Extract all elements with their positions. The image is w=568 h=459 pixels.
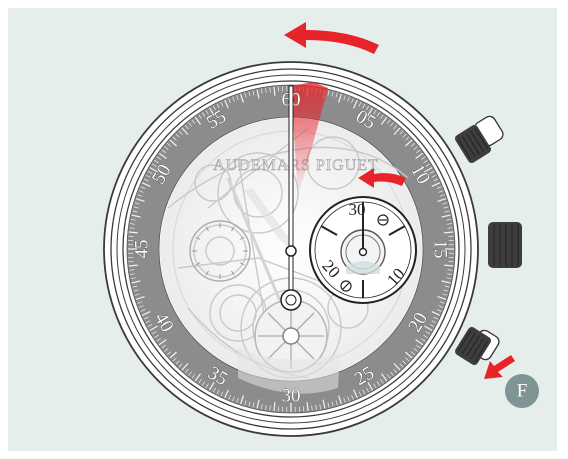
bezel-numeral: 15 <box>430 240 451 259</box>
chronograph-watch-diagram: AUDEMARS PIGUET 60 05 10 15 20 25 30 35 … <box>8 8 557 451</box>
step-marker-label: F <box>517 380 528 401</box>
bezel-numeral: 45 <box>131 240 152 259</box>
bezel-numeral: 30 <box>282 385 301 406</box>
rotation-arrow-icon <box>284 22 379 54</box>
subdial-numeral: 30 <box>349 200 366 219</box>
reset-pusher[interactable] <box>453 326 501 367</box>
crown[interactable] <box>488 222 522 268</box>
minute-counter-subdial: 30 10 20 <box>310 197 416 303</box>
illustration-panel: AUDEMARS PIGUET 60 05 10 15 20 25 30 35 … <box>8 8 557 451</box>
top-pusher[interactable] <box>453 114 505 164</box>
